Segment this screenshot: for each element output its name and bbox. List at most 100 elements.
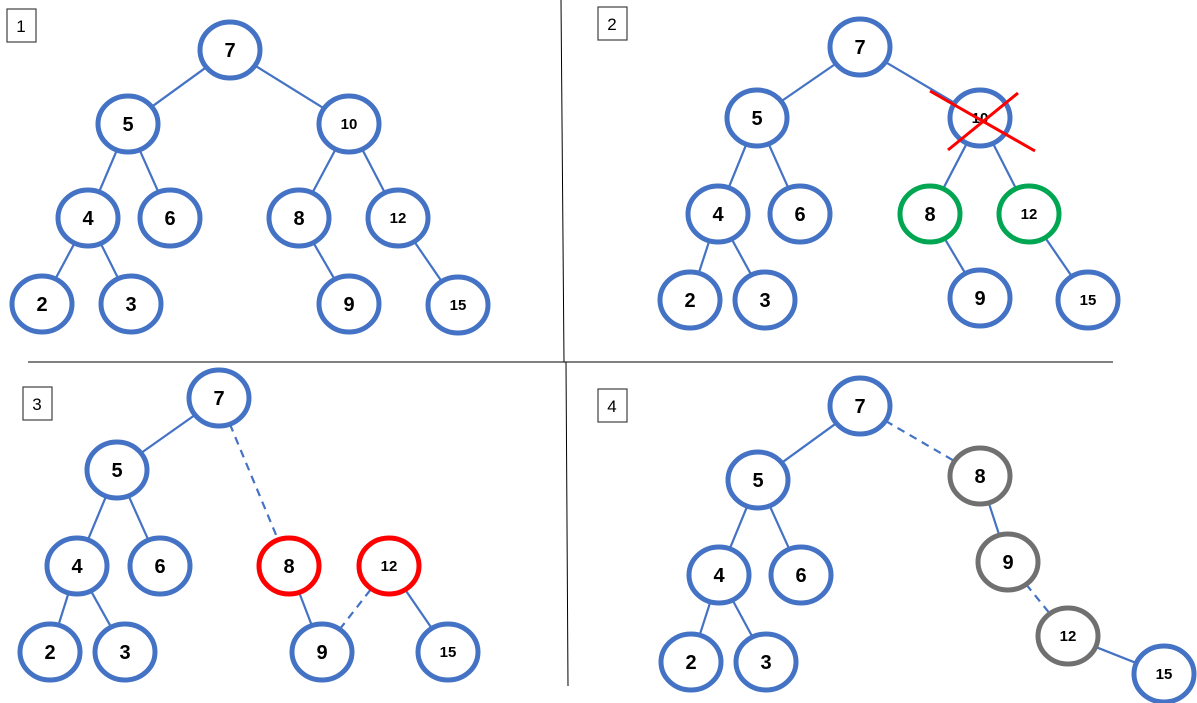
node-value: 2: [684, 290, 695, 312]
node-circle: [657, 269, 723, 331]
delete-cross-icon: [929, 89, 1036, 153]
edge-n7-n8-dashed: [884, 419, 956, 463]
node-9: 9: [975, 531, 1041, 593]
node-circle: [768, 544, 834, 606]
node-value: 9: [974, 288, 985, 310]
node-15: 15: [1055, 269, 1121, 331]
edge-n4-n2: [57, 592, 70, 626]
node-circle: [827, 375, 893, 437]
node-circle: [732, 269, 798, 331]
node-value: 5: [111, 460, 122, 482]
edge-n5-n4: [727, 143, 748, 189]
node-circle: [92, 621, 158, 683]
node-value: 12: [381, 558, 398, 575]
edge-n7-n5: [780, 62, 837, 103]
edge-n12-n15: [413, 240, 443, 283]
edge-n10-n12: [361, 148, 386, 194]
edges: [57, 413, 433, 631]
node-value: 12: [1021, 206, 1038, 223]
node-circle: [685, 183, 751, 245]
node-value: 15: [450, 297, 467, 314]
node-circle: [724, 87, 790, 149]
node-value: 4: [712, 204, 724, 226]
node-9: 9: [316, 273, 382, 335]
node-value: 15: [1080, 292, 1097, 309]
node-circle: [365, 187, 431, 249]
node-8: 8: [897, 183, 963, 245]
node-circle: [686, 544, 752, 606]
node-value: 8: [293, 208, 304, 230]
node-value: 4: [713, 565, 725, 587]
edges: [54, 64, 443, 283]
node-value: 12: [390, 210, 407, 227]
node-value: 7: [854, 396, 865, 418]
node-circle: [44, 535, 110, 597]
node-value: 8: [924, 204, 935, 226]
node-4: 4: [44, 535, 110, 597]
panel-number-box: [22, 386, 53, 421]
edge-n12-n15: [404, 588, 433, 630]
node-value: 6: [795, 565, 806, 587]
node-circle: [725, 449, 791, 511]
edge-n5-n4: [98, 149, 118, 193]
edge-n5-n6: [768, 505, 791, 550]
node-value: 12: [1060, 628, 1077, 645]
edge-n9-n12-dashed: [1025, 583, 1051, 615]
node-3: 3: [733, 631, 799, 693]
edge-n4-n2: [697, 240, 711, 274]
node-value: 5: [122, 114, 133, 136]
node-9: 9: [289, 621, 355, 683]
node-value: 5: [751, 108, 762, 130]
edge-n8-n9: [312, 242, 336, 280]
node-7: 7: [197, 19, 263, 81]
node-6: 6: [767, 183, 833, 245]
node-circle: [186, 367, 252, 429]
edge-n5-n4: [86, 495, 108, 541]
node-value: 4: [82, 208, 94, 230]
node-circle: [897, 183, 963, 245]
node-circle: [1035, 605, 1101, 667]
node-value: 3: [759, 290, 770, 312]
edge-n4-n3: [99, 242, 120, 280]
edge-n7-n5: [781, 422, 837, 464]
node-circle: [95, 93, 161, 155]
node-circle: [9, 273, 75, 335]
node-value: 15: [440, 644, 457, 661]
node-circle: [356, 535, 422, 597]
node-circle: [425, 274, 491, 336]
node-15: 15: [1131, 643, 1197, 703]
node-value: 5: [752, 470, 763, 492]
node-8: 8: [266, 187, 332, 249]
edge-n5-n4: [728, 505, 749, 550]
node-5: 5: [84, 439, 150, 501]
edge-n4-n3: [731, 599, 754, 638]
edge-n4-n3: [730, 238, 753, 276]
node-value: 3: [760, 652, 771, 674]
vertical-divider-bottom: [565, 361, 569, 687]
node-7: 7: [827, 16, 893, 78]
edge-n10-n8: [311, 148, 337, 194]
node-circle: [127, 535, 193, 597]
panel-number: 2: [607, 15, 616, 34]
node-circle: [289, 621, 355, 683]
node-value: 9: [343, 294, 354, 316]
node-6: 6: [768, 544, 834, 606]
node-circle: [1131, 643, 1197, 703]
node-circle: [975, 531, 1041, 593]
edge-n8-n9: [298, 591, 313, 627]
vertical-divider-top: [560, 0, 565, 363]
node-3: 3: [98, 273, 164, 335]
node-5: 5: [95, 93, 161, 155]
edge-n7-n8-dashed: [228, 423, 280, 541]
node-4: 4: [55, 187, 121, 249]
panel-number-box: [597, 388, 628, 423]
node-2: 2: [9, 273, 75, 335]
node-circle: [415, 621, 481, 683]
node-6: 6: [137, 187, 203, 249]
edge-n4-n3: [89, 590, 113, 628]
node-9: 9: [947, 267, 1013, 329]
